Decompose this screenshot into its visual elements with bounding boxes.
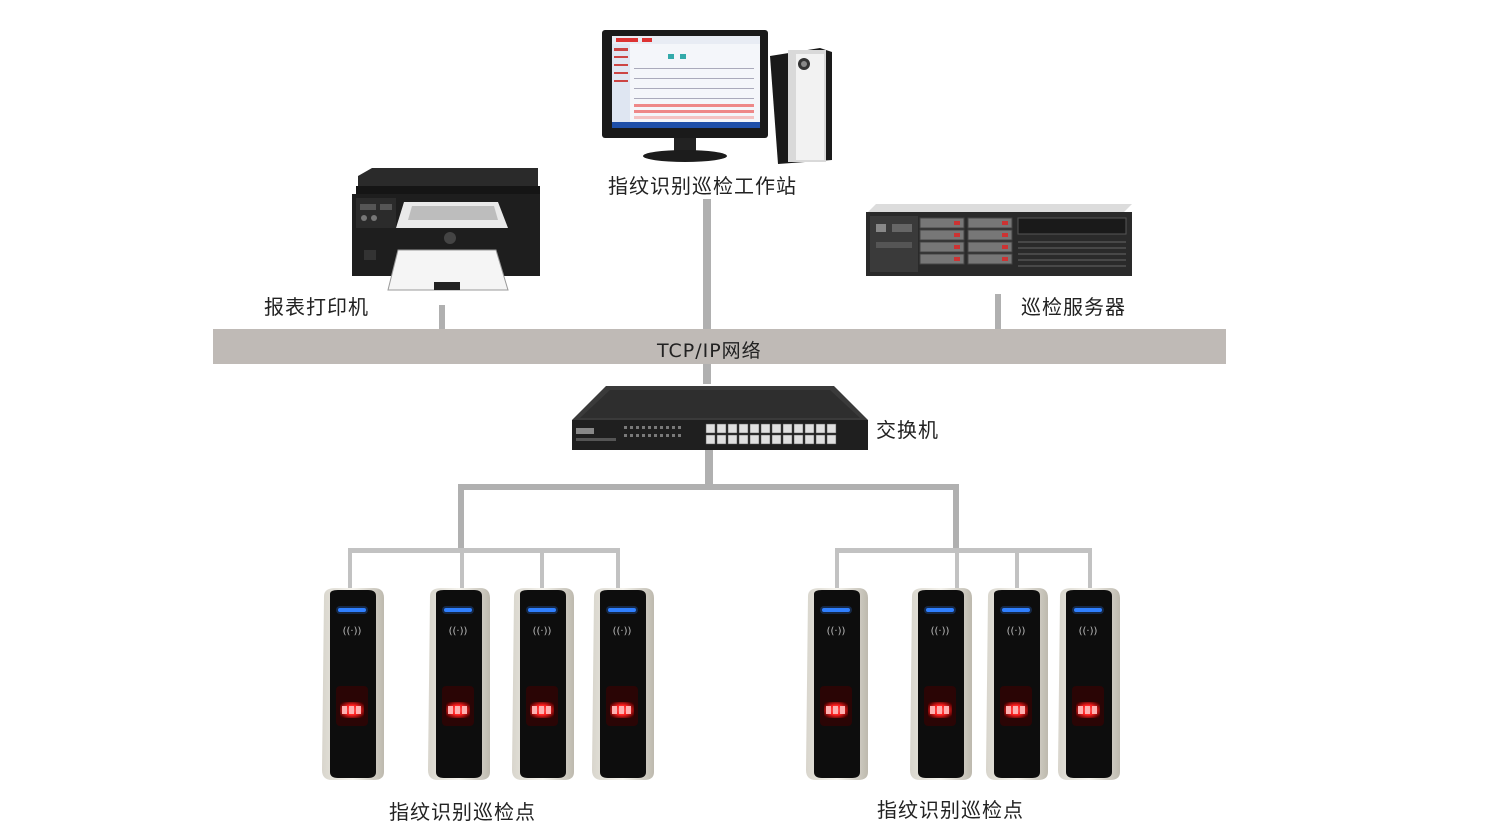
right-drop-3 — [1015, 548, 1019, 590]
switch-port — [738, 434, 749, 445]
svg-text:((·)): ((·)) — [931, 626, 950, 637]
right-drop-1 — [835, 548, 839, 590]
right-fingerprint-terminal-4: ((·)) — [1054, 586, 1124, 786]
workstation-link — [703, 184, 711, 384]
switch-port — [793, 434, 804, 445]
switch-port — [705, 434, 716, 445]
right-fingerprint-terminal-3: ((·)) — [982, 586, 1052, 786]
svg-text:((·)): ((·)) — [827, 626, 846, 637]
network-switch — [572, 386, 868, 450]
switch-link — [705, 450, 713, 487]
left-branch-bar — [348, 548, 618, 553]
left-drop-4 — [616, 548, 620, 590]
switch-port — [749, 434, 760, 445]
network-label: TCP/IP网络 — [657, 340, 762, 362]
right-fingerprint-terminal-1: ((·)) — [802, 586, 872, 786]
right-branch-bar — [835, 548, 1091, 553]
server-link — [995, 294, 1001, 330]
svg-text:((·)): ((·)) — [613, 626, 632, 637]
left-fingerprint-terminal-4: ((·)) — [588, 586, 658, 786]
left-fingerprint-terminal-3: ((·)) — [508, 586, 578, 786]
switch-port — [826, 423, 837, 434]
svg-text:((·)): ((·)) — [1079, 626, 1098, 637]
switch-port — [760, 434, 771, 445]
report-printer — [352, 168, 540, 291]
right-drop-4 — [1088, 548, 1092, 590]
svg-text:((·)): ((·)) — [1007, 626, 1026, 637]
switch-port — [716, 423, 727, 434]
switch-port — [793, 423, 804, 434]
terminal-group-left-label: 指纹识别巡检点 — [389, 800, 536, 824]
switch-port — [815, 434, 826, 445]
switch-port — [826, 434, 837, 445]
switch-port — [760, 423, 771, 434]
switch-port — [716, 434, 727, 445]
switch-port — [705, 423, 716, 434]
svg-text:((·)): ((·)) — [449, 626, 468, 637]
switch-port — [727, 434, 738, 445]
printer-link — [439, 305, 445, 331]
workstation-label: 指纹识别巡检工作站 — [608, 170, 797, 199]
right-drop-2 — [955, 548, 959, 590]
switch-port — [804, 423, 815, 434]
switch-port — [804, 434, 815, 445]
switch-port — [771, 423, 782, 434]
left-drop-2 — [460, 548, 464, 590]
workstation-computer — [602, 30, 832, 164]
trunk-right-drop — [953, 484, 959, 552]
left-fingerprint-terminal-2: ((·)) — [424, 586, 494, 786]
switch-port — [749, 423, 760, 434]
svg-text:((·)): ((·)) — [343, 626, 362, 637]
svg-text:((·)): ((·)) — [533, 626, 552, 637]
switch-label: 交换机 — [876, 418, 939, 442]
switch-port — [782, 434, 793, 445]
terminal-group-right-label: 指纹识别巡检点 — [877, 798, 1024, 822]
switch-port — [738, 423, 749, 434]
right-fingerprint-terminal-2: ((·)) — [906, 586, 976, 786]
inspection-server — [866, 204, 1132, 276]
left-fingerprint-terminal-1: ((·)) — [318, 586, 388, 786]
switch-port — [771, 434, 782, 445]
switch-port — [815, 423, 826, 434]
left-drop-3 — [540, 548, 544, 590]
left-drop-1 — [348, 548, 352, 590]
trunk-horizontal — [458, 484, 959, 490]
network-bus — [213, 329, 1226, 364]
switch-port — [782, 423, 793, 434]
switch-port — [727, 423, 738, 434]
server-label: 巡检服务器 — [1021, 295, 1126, 319]
trunk-left-drop — [458, 484, 464, 552]
printer-label: 报表打印机 — [264, 295, 369, 319]
